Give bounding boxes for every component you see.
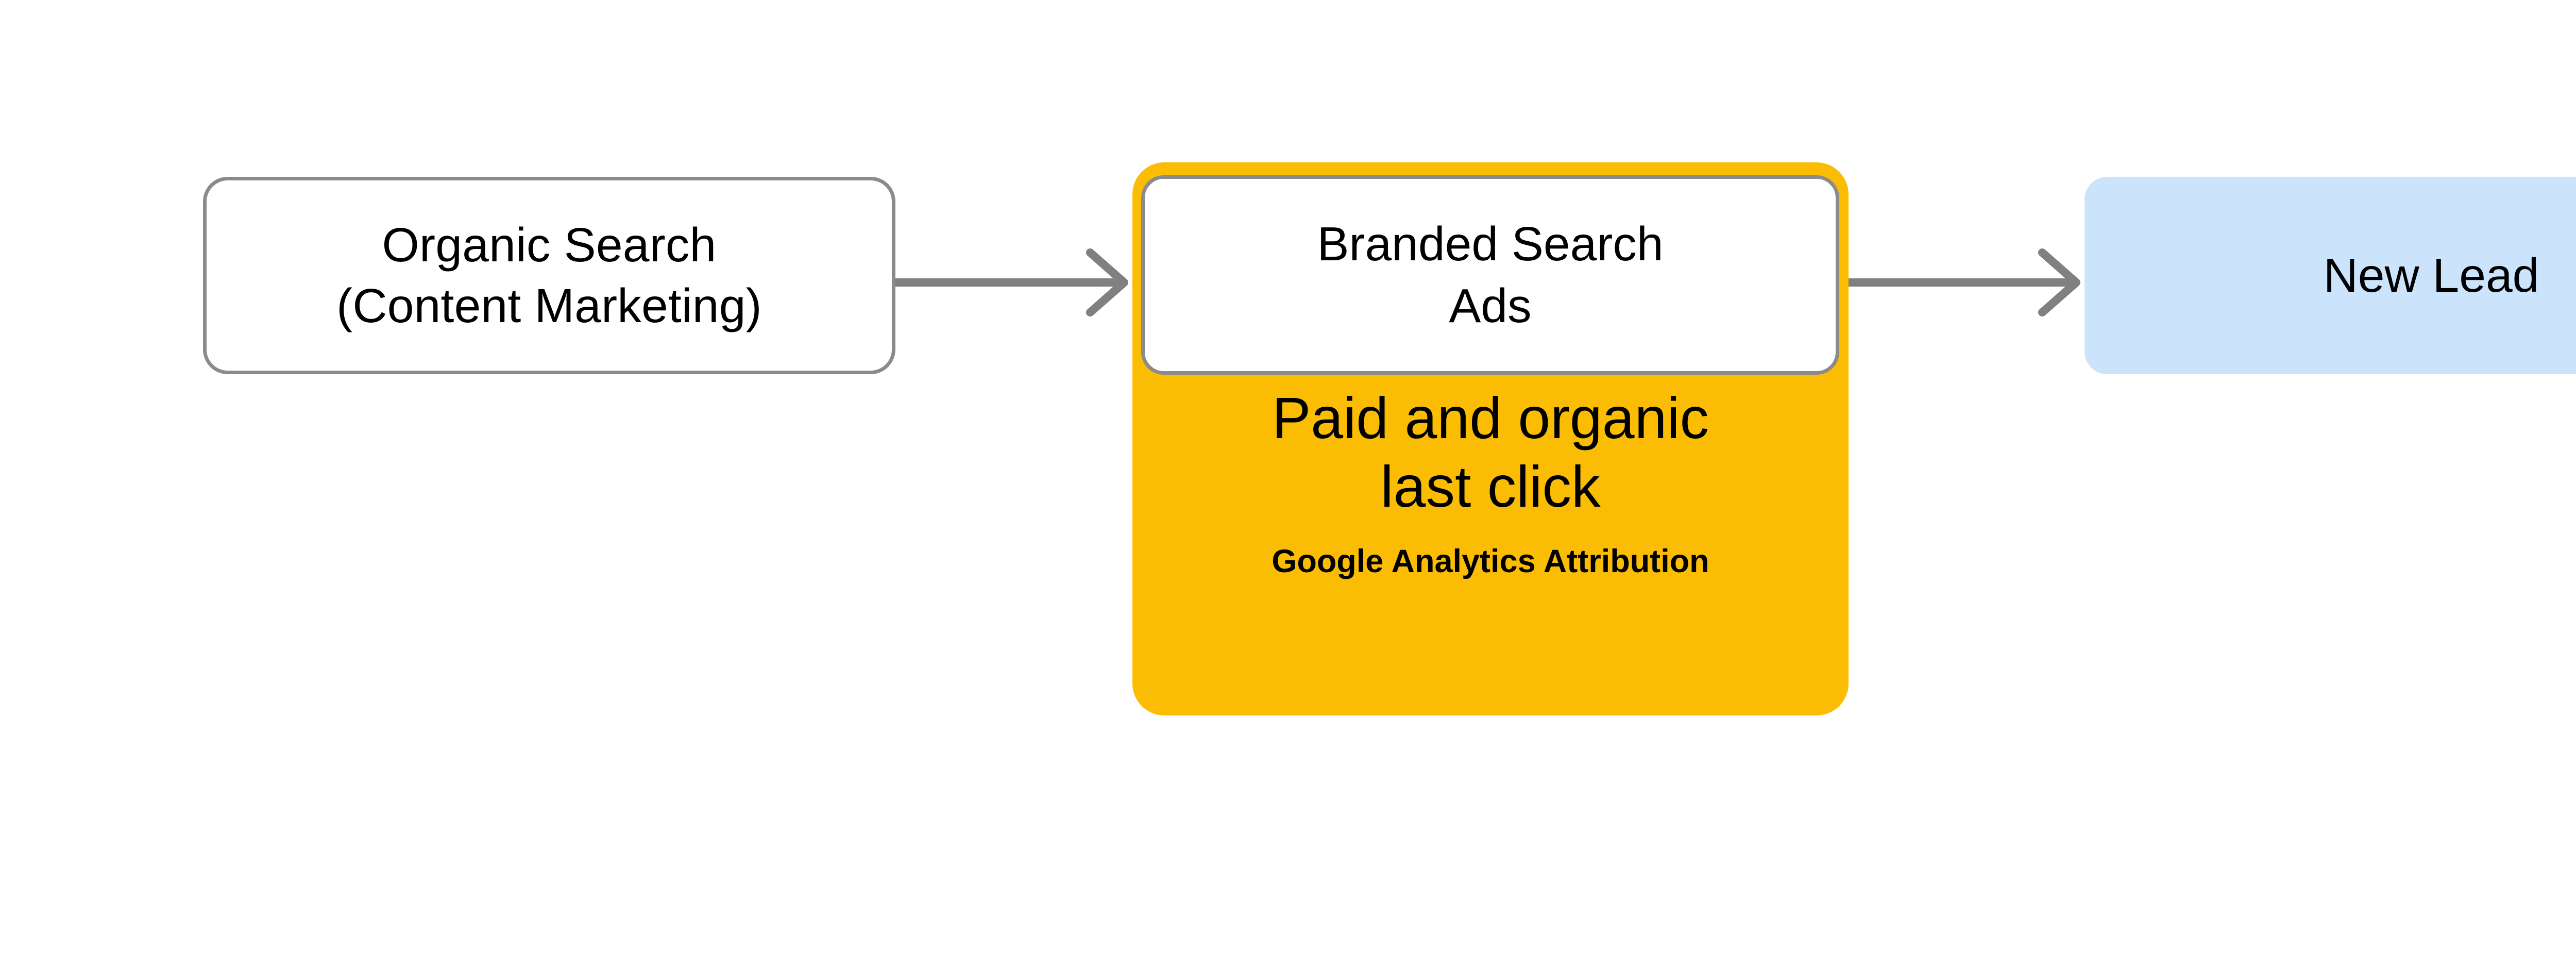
node-organic-search-label-line1: Organic Search	[382, 218, 717, 272]
node-organic-search-label-line2: (Content Marketing)	[336, 278, 762, 332]
arrowhead-icon	[2038, 248, 2080, 316]
connector-branded-to-lead	[1849, 248, 2080, 316]
attribution-caption: Paid and organic last click Google Analy…	[1132, 384, 1849, 581]
attribution-caption-subtitle: Google Analytics Attribution	[1272, 543, 1709, 579]
node-new-lead-label: New Lead	[2323, 248, 2539, 302]
node-attribution-group[interactable]: Branded Search Ads Paid and organic last…	[1132, 162, 1849, 715]
node-branded-search-ads-label-line2: Ads	[1449, 278, 1532, 332]
arrowhead-icon	[1086, 248, 1128, 316]
connector-organic-to-branded	[895, 248, 1128, 316]
node-new-lead[interactable]: New Lead	[2084, 177, 2576, 374]
attribution-caption-line1: Paid and organic	[1272, 386, 1709, 451]
node-branded-search-ads-label-line1: Branded Search	[1317, 217, 1664, 271]
node-branded-search-ads[interactable]: Branded Search Ads	[1141, 175, 1839, 375]
node-organic-search[interactable]: Organic Search (Content Marketing)	[203, 177, 895, 374]
attribution-caption-line2: last click	[1380, 454, 1601, 520]
